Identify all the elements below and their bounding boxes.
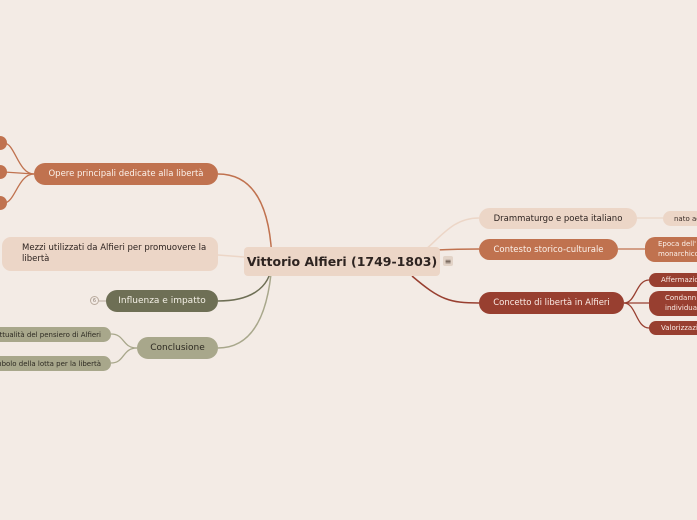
collapsed-count-badge[interactable]: 6 [90,296,99,305]
opere-subtopic-1[interactable] [0,136,7,150]
topic-contesto[interactable]: Contesto storico-culturale [479,239,618,260]
topic-mezzi[interactable]: Mezzi utilizzati da Alfieri per promuove… [2,237,218,271]
topic-mezzi-label: Mezzi utilizzati da Alfieri per promuove… [22,243,207,264]
topic-opere-label: Opere principali dedicate alla libertà [48,169,204,179]
topic-influenza-label: Influenza e impatto [118,296,206,306]
conclusione-subtopic-label: Attualità del pensiero di Alfieri [0,330,101,339]
central-topic[interactable]: Vittorio Alfieri (1749-1803) [244,247,440,276]
conclusione-subtopic-simbolo[interactable]: Simbolo della lotta per la libertà [0,356,111,371]
concetto-subtopic-1[interactable]: Affermazio [649,273,697,287]
drammaturgo-subtopic[interactable]: nato ad [663,211,697,226]
contesto-subtopic[interactable]: Epoca dell' monarchico [645,237,697,262]
topic-conclusione[interactable]: Conclusione [137,337,218,359]
topic-concetto-label: Concetto di libertà in Alfieri [493,298,610,308]
concetto-subtopic-label: Affermazio [661,276,697,284]
drammaturgo-subtopic-label: nato ad [674,214,697,223]
topic-concetto[interactable]: Concetto di libertà in Alfieri [479,292,624,314]
topic-contesto-label: Contesto storico-culturale [493,244,604,255]
central-topic-label: Vittorio Alfieri (1749-1803) [246,254,438,269]
conclusione-subtopic-attualita[interactable]: Attualità del pensiero di Alfieri [0,327,111,342]
topic-influenza[interactable]: Influenza e impatto [106,290,218,312]
topic-drammaturgo[interactable]: Drammaturgo e poeta italiano [479,208,637,229]
concetto-subtopic-label: Condann individua [665,294,697,312]
conclusione-subtopic-label: Simbolo della lotta per la libertà [0,359,101,368]
concetto-subtopic-3[interactable]: Valorizzazi [649,321,697,335]
topic-conclusione-label: Conclusione [150,343,205,353]
opere-subtopic-2[interactable] [0,165,7,179]
concetto-subtopic-label: Valorizzazi [661,324,697,332]
contesto-subtopic-label: Epoca dell' monarchico [658,240,697,258]
concetto-subtopic-2[interactable]: Condann individua [649,291,697,316]
notes-icon[interactable]: ≡ [443,256,453,266]
opere-subtopic-3[interactable] [0,196,7,210]
topic-opere[interactable]: Opere principali dedicate alla libertà [34,163,218,185]
topic-drammaturgo-label: Drammaturgo e poeta italiano [493,213,623,224]
